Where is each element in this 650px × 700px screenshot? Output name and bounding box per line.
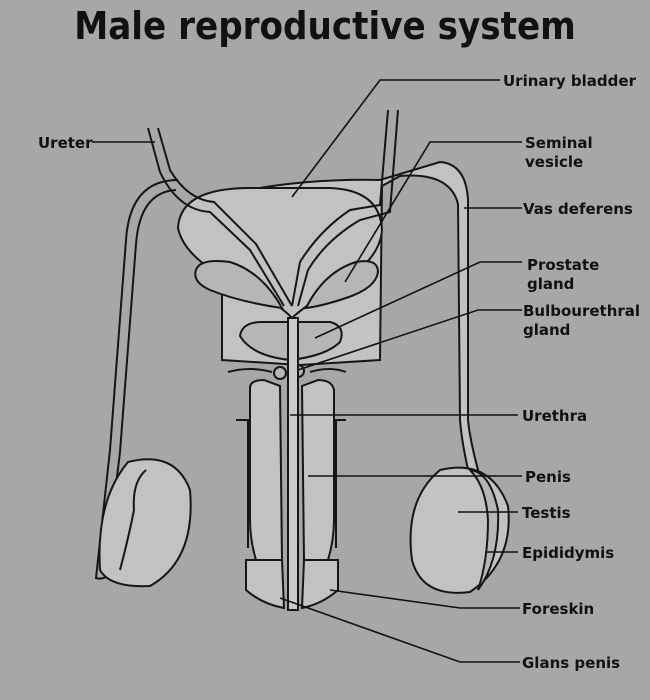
ureter-right-inner [297,109,399,307]
glans-penis-right [300,559,339,610]
ureter-right [291,109,389,307]
leader-seminal-vesicle [344,141,522,283]
leader-foreskin [329,589,520,609]
label-urethra: Urethra [522,407,587,425]
label-urinary-bladder: Urinary bladder [503,72,637,90]
label-testis: Testis [522,504,571,522]
penis-shaft-left [249,378,284,561]
label-prostate-2: gland [527,275,574,293]
penis-shaft-right [300,378,335,561]
epididymis-left [119,469,147,571]
ureter-left [147,127,285,307]
leader-glans [279,597,520,663]
penis-bulb [227,368,347,373]
label-epididymis: Epididymis [522,544,614,562]
vas-deferens-left-inner [105,189,177,569]
label-ureter: Ureter [38,134,93,152]
label-prostate-1: Prostate [527,256,599,274]
bulbourethral-gland-left [273,366,287,380]
diagram-title: Male reproductive system [74,4,576,48]
testis-left [98,458,192,588]
penis-shaft-outer-right [335,419,346,548]
label-glans-penis: Glans penis [522,654,620,672]
label-bulbourethral-1: Bulbourethral [523,302,640,320]
vas-deferens-left [94,179,179,580]
leader-bulbourethral [297,309,522,371]
seminal-vesicle-right [304,260,380,310]
ureter-left-inner [157,127,293,307]
label-seminal-vesicle-2: vesicle [525,153,583,171]
urethra [287,317,299,611]
seminal-vesicle-left [194,260,284,310]
label-vas-deferens: Vas deferens [523,200,633,218]
label-penis: Penis [525,468,571,486]
label-foreskin: Foreskin [522,600,594,618]
label-bulbourethral-2: gland [523,321,570,339]
leader-prostate [314,261,522,339]
label-seminal-vesicle-1: Seminal [525,134,593,152]
penis-shaft-outer-left [236,419,249,548]
leader-urinary-bladder [291,79,500,198]
epididymis-right [467,468,500,591]
glans-penis-left [245,559,286,610]
